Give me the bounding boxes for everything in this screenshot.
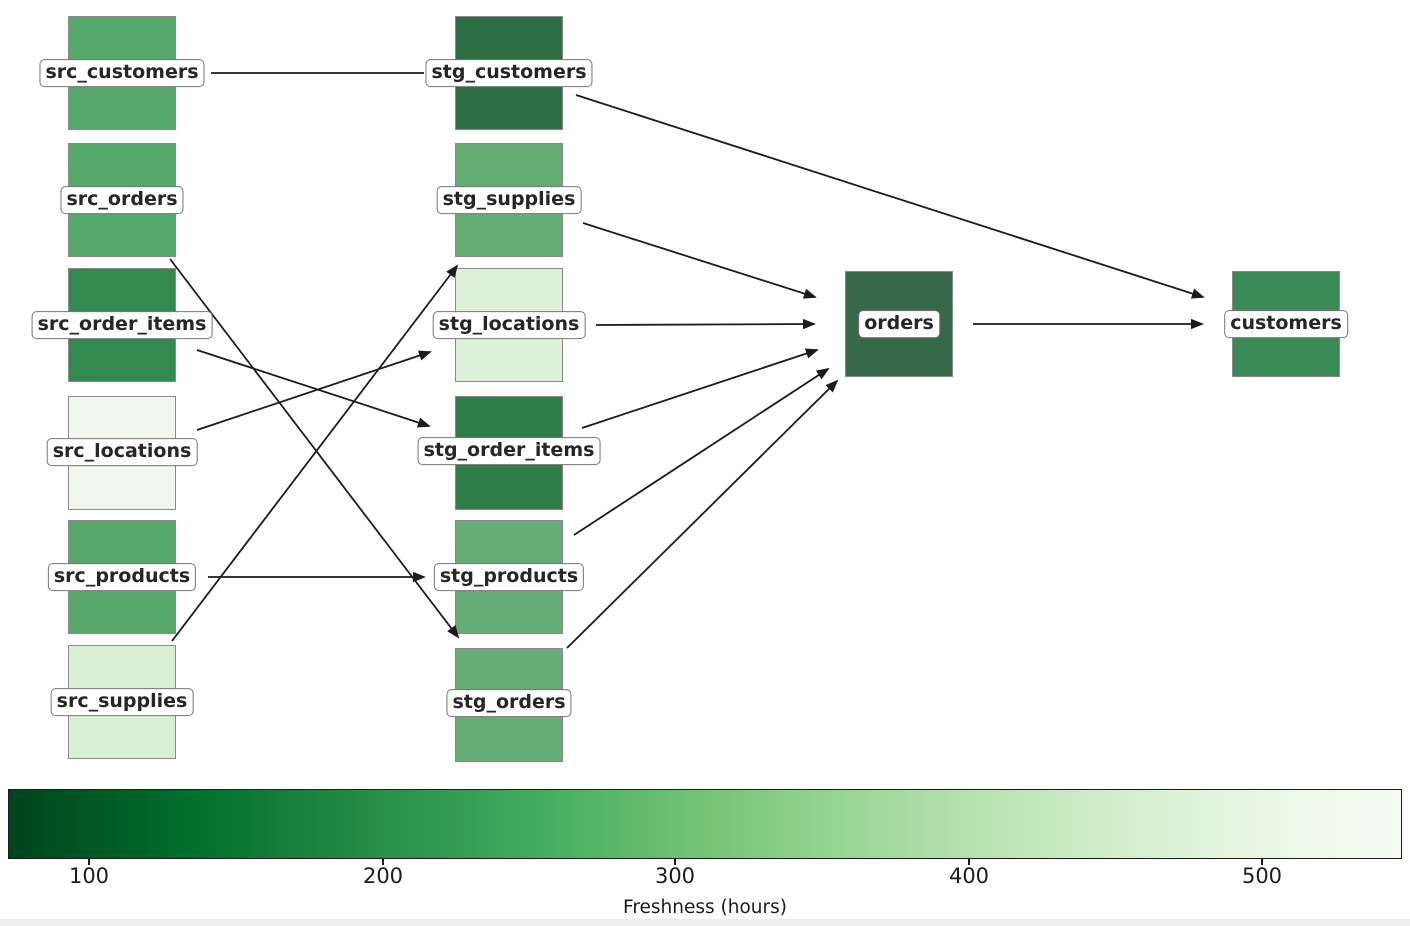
edge-stg_products-to-orders: [573, 367, 830, 536]
colorbar-ticklabel-200: 200: [362, 864, 404, 888]
node-label-src_supplies: src_supplies: [50, 688, 194, 716]
colorbar-tick-300: [674, 859, 676, 865]
node-label-src_products: src_products: [47, 563, 197, 591]
colorbar-axis-label: Freshness (hours): [623, 897, 787, 918]
edge-stg_locations-to-orders: [595, 318, 816, 330]
bottom-strip: [0, 919, 1410, 926]
node-label-customers: customers: [1224, 310, 1348, 338]
node-label-stg_supplies: stg_supplies: [436, 186, 582, 214]
colorbar-ticklabel-300: 300: [654, 864, 696, 888]
node-label-orders: orders: [858, 310, 940, 338]
node-label-src_customers: src_customers: [39, 59, 205, 87]
edge-src_locations-to-stg_locations: [196, 350, 432, 431]
node-label-stg_order_items: stg_order_items: [417, 437, 601, 465]
edge-stg_order_items-to-orders: [581, 348, 819, 429]
node-label-stg_customers: stg_customers: [425, 59, 593, 87]
edge-src_order_items-to-stg_order_items: [196, 349, 431, 428]
node-label-src_orders: src_orders: [60, 186, 184, 214]
edge-src_orders-to-stg_orders: [169, 258, 460, 639]
node-label-stg_locations: stg_locations: [432, 311, 586, 339]
edge-src_supplies-to-stg_supplies: [171, 264, 459, 642]
colorbar-ticklabel-500: 500: [1241, 864, 1283, 888]
colorbar-tick-500: [1261, 859, 1263, 865]
edge-stg_customers-to-customers: [575, 94, 1205, 299]
colorbar-ticklabel-400: 400: [948, 864, 990, 888]
node-label-src_locations: src_locations: [46, 438, 198, 466]
node-label-src_order_items: src_order_items: [31, 311, 213, 339]
edge-stg_orders-to-orders: [566, 379, 839, 649]
freshness-colorbar: [8, 789, 1402, 859]
colorbar-ticklabel-100: 100: [68, 864, 110, 888]
colorbar-tick-100: [88, 859, 90, 865]
node-label-stg_products: stg_products: [433, 563, 585, 591]
colorbar-tick-400: [968, 859, 970, 865]
node-label-stg_orders: stg_orders: [446, 689, 572, 717]
edge-stg_supplies-to-orders: [582, 222, 817, 299]
colorbar-tick-200: [382, 859, 384, 865]
